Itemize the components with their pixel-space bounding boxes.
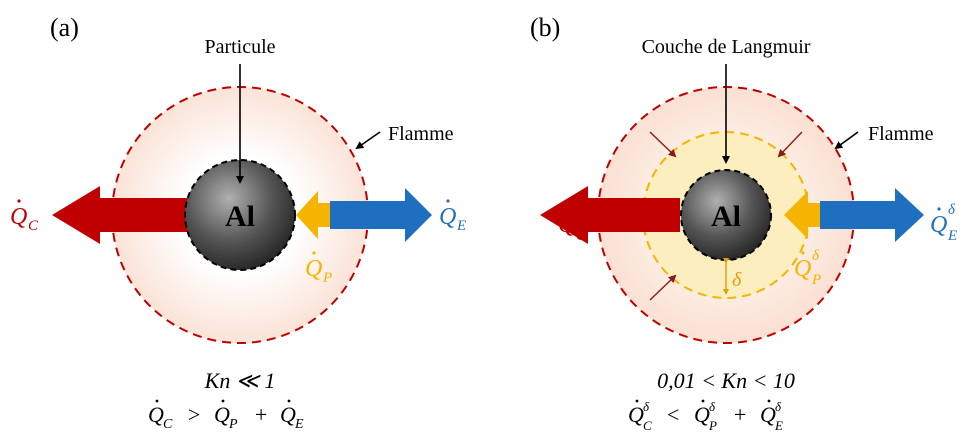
q-c-delta-label: Q δ C [558,202,587,244]
q-symbol: Q [10,204,27,230]
q-superscript: δ [576,202,584,218]
flame-pointer-arrow [834,131,859,150]
dot-accent [155,399,159,403]
inward-arrow [777,131,803,158]
formula-subscript: P [708,418,717,433]
panel-a: (a) Al Particule Flamme Q C Q E [10,13,466,432]
q-p-label: Q P [305,251,332,286]
particle-label: Particule [204,36,275,58]
inward-arrow [649,274,677,301]
formula-superscript: δ [643,399,650,414]
formula-subscript: C [643,418,652,433]
formula-term: Q [628,402,644,427]
flame-pointer-arrow [355,131,381,150]
formula-term: Q [148,402,164,427]
formula-line-2: Q δ C < Q δ P + Q δ E [628,399,783,433]
q-symbol: Q [305,256,322,282]
dot-accent [937,207,941,211]
q-p-delta-label: Q δ P [794,248,821,288]
dot-accent [446,199,450,203]
formula-term: Q [214,402,230,427]
formula-term: Q [694,402,710,427]
q-subscript: P [322,270,332,286]
flame-label: Flamme [868,123,934,145]
dot-accent [17,199,21,203]
dot-accent [635,399,639,403]
q-symbol: Q [558,212,575,238]
formula-line-1: 0,01 < Kn < 10 [657,368,795,393]
formula-superscript: δ [775,399,782,414]
dot-accent [312,251,316,255]
formula-operator: < [660,402,686,427]
q-subscript: E [947,228,957,244]
q-subscript: E [456,218,466,234]
formula-operator: + [727,402,753,427]
q-subscript: C [576,228,587,244]
q-symbol: Q [794,256,811,282]
conduction-arrow [540,186,680,244]
formula-operator: + [248,402,274,427]
formula-term: Q [760,402,776,427]
formula-subscript: P [228,417,238,432]
formula-subscript: C [163,417,173,432]
flame-label: Flamme [388,123,454,145]
formula-subscript: E [294,417,304,432]
aluminium-particle [184,159,296,271]
formula-subscript: E [774,418,783,433]
panel-b: (b) Al δ Couche de Langmuir Flamme [530,13,957,433]
langmuir-layer-label: Couche de Langmuir [642,36,811,58]
particle-arrow [296,191,330,239]
conduction-arrow [52,186,192,244]
delta-label: δ [732,269,742,291]
q-subscript: C [28,218,39,234]
q-superscript: δ [812,248,820,264]
q-subscript: P [811,272,821,288]
formula-operator: > [181,402,207,427]
panel-b-label: (b) [530,13,560,42]
dot-accent [701,399,705,403]
q-c-label: Q C [10,199,39,234]
dot-accent [801,251,805,255]
core-label: Al [711,200,741,233]
formula-line-1: Kn ≪ 1 [204,368,276,393]
radiation-arrow [820,188,924,242]
panel-a-label: (a) [50,13,79,42]
q-e-delta-label: Q δ E [930,202,957,244]
particle-arrow [784,191,820,239]
q-e-label: Q E [439,199,466,234]
dot-accent [287,399,291,403]
formula-superscript: δ [709,399,716,414]
dot-accent [767,399,771,403]
formula-line-2: Q C > Q P + Q E [148,399,304,432]
q-symbol: Q [930,212,947,238]
inward-arrow [649,131,677,158]
dot-accent [565,207,569,211]
q-superscript: δ [948,202,956,218]
formula-term: Q [280,402,296,427]
dot-accent [221,399,225,403]
q-symbol: Q [439,204,456,230]
radiation-arrow [330,188,432,242]
core-label: Al [225,200,255,233]
